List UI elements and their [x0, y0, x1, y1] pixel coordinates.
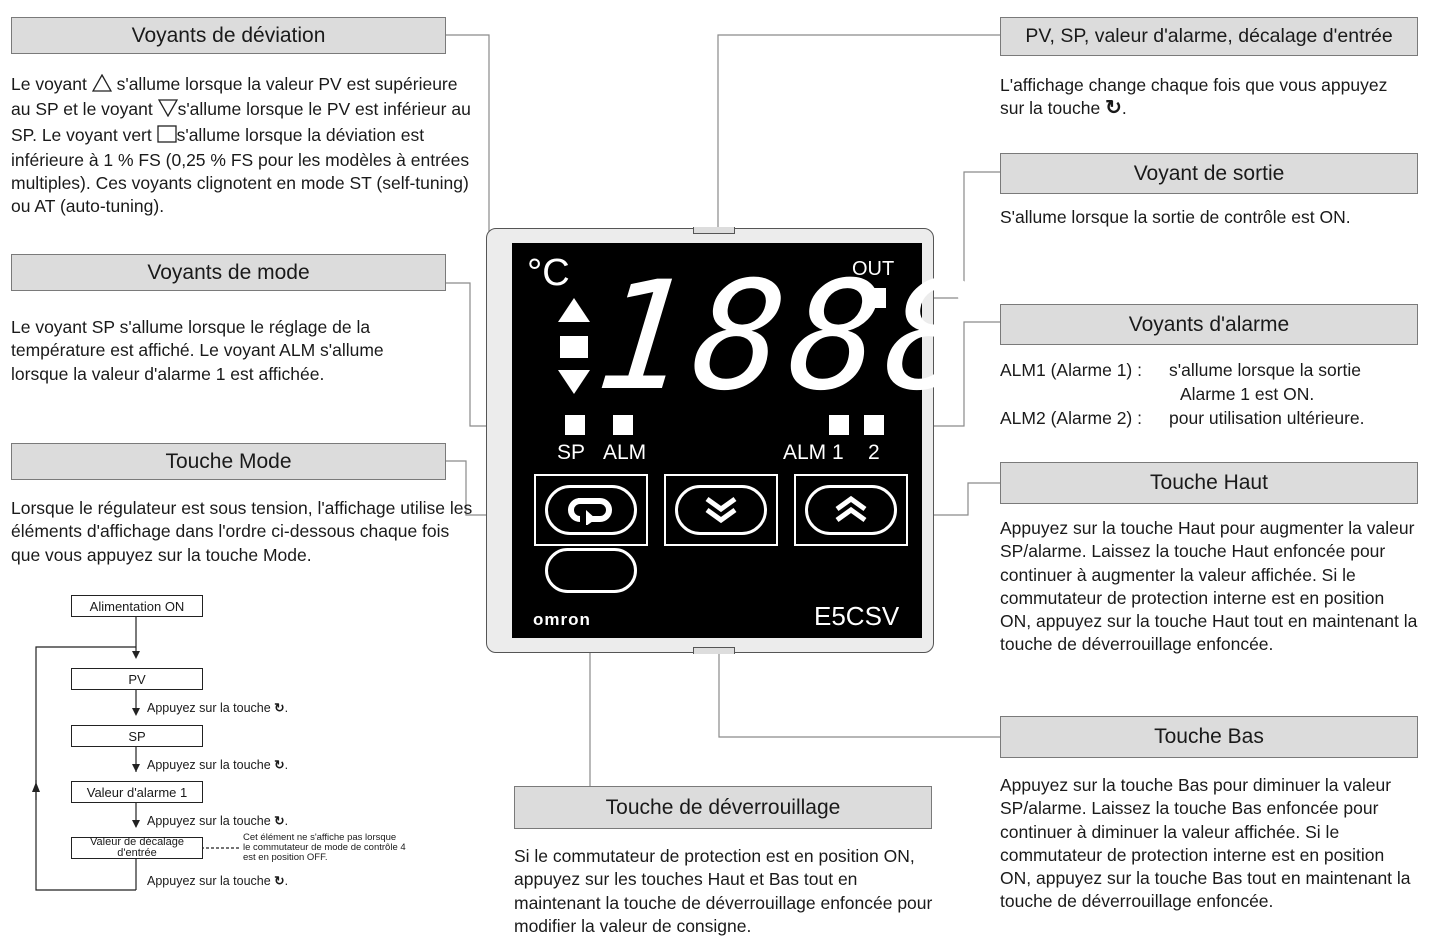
flowchart-press-label: Appuyez sur la touche ↻.: [147, 700, 288, 715]
alarm1-text: s'allume lorsque la sortie: [1169, 360, 1362, 380]
deviation-indicators-text: Le voyant s'allume lorsque la valeur PV …: [11, 73, 471, 219]
mode-key-icon: ↻: [1105, 97, 1122, 120]
main-digits: 1888: [588, 250, 993, 424]
square-icon: [156, 124, 177, 149]
press-end: .: [284, 814, 289, 828]
mode-key-icon: ↻: [274, 758, 285, 772]
mode-key-icon: ↻: [274, 814, 285, 828]
brand-logo: omron: [533, 610, 591, 629]
pv-sp-text: L'affichage change chaque fois que vous …: [1000, 74, 1400, 121]
press-text: Appuyez sur la touche: [147, 758, 275, 772]
offset-line-1: Valeur de décalage: [90, 836, 184, 848]
deviation-up-icon: [558, 298, 590, 322]
alm-right-label: ALM 1: [783, 441, 844, 465]
chevron-double-down-icon: [705, 496, 737, 524]
alm2-number: 2: [868, 441, 880, 464]
deviation-ok-icon: [560, 336, 588, 358]
mode-key-icon: ↻: [274, 874, 285, 888]
mode-key-icon: ↻: [274, 701, 285, 715]
top-clip: [693, 227, 735, 234]
mode-key-frame: [534, 474, 648, 546]
pv-sp-text-part: L'affichage change chaque fois que vous …: [1000, 75, 1388, 119]
alm1-number: 1: [832, 441, 844, 464]
out-label: OUT: [852, 258, 895, 280]
sp-label: SP: [557, 441, 586, 464]
deviation-text-part: s'allume lorsque la déviation est inféri…: [11, 124, 470, 217]
flowchart-power-on: Alimentation ON: [71, 595, 203, 617]
unlock-key-button[interactable]: [545, 548, 637, 593]
chevron-double-up-icon: [835, 495, 867, 523]
alarm2-text: pour utilisation ultérieure.: [1169, 408, 1365, 428]
deviation-leds: [558, 298, 590, 394]
deviation-text-part: s'allume lorsque la valeur PV est supéri…: [11, 74, 458, 120]
press-text: Appuyez sur la touche: [147, 874, 275, 888]
mode-key-header: Touche Mode: [11, 443, 446, 480]
up-triangle-icon: [91, 73, 112, 98]
down-triangle-icon: [157, 99, 178, 123]
bottom-clip: [693, 647, 735, 654]
alm1-led: [829, 415, 849, 435]
alarm1-label: ALM1 (Alarme 1) :: [1000, 360, 1142, 380]
model-label: E5CSV: [814, 601, 900, 631]
up-key-button[interactable]: [805, 485, 897, 535]
alm-right-text: ALM: [783, 441, 827, 464]
alarm2-label: ALM2 (Alarme 2) :: [1000, 408, 1142, 428]
deviation-down-icon: [558, 370, 590, 394]
up-key-frame: [794, 474, 908, 546]
deviation-text-part: Le voyant: [11, 74, 92, 94]
press-end: .: [284, 874, 289, 888]
mode-indicators-header: Voyants de mode: [11, 254, 446, 291]
note-line: le commutateur de mode de contrôle 4: [243, 842, 406, 853]
down-key-frame: [664, 474, 778, 546]
press-text: Appuyez sur la touche: [147, 814, 275, 828]
sp-led: [565, 415, 585, 435]
deviation-indicators-header: Voyants de déviation: [11, 17, 446, 54]
up-key-header: Touche Haut: [1000, 462, 1418, 504]
note-line: est en position OFF.: [243, 852, 328, 863]
mode-key-button[interactable]: [545, 485, 637, 535]
pv-sp-header: PV, SP, valeur d'alarme, décalage d'entr…: [1000, 17, 1418, 56]
flowchart-pv: PV: [71, 668, 203, 690]
pv-sp-text-end: .: [1121, 98, 1127, 119]
alarm1-text-2: Alarme 1 est ON.: [1180, 384, 1315, 404]
down-key-text: Appuyez sur la touche Bas pour diminuer …: [1000, 775, 1411, 912]
mode-key-icon: [568, 498, 612, 525]
alm2-led: [864, 415, 884, 435]
flowchart-note: Cet élément ne s'affiche pas lorsque le …: [243, 833, 406, 863]
unlock-key-header: Touche de déverrouillage: [514, 786, 932, 829]
press-end: .: [284, 701, 289, 715]
deviation-text-part: s'allume lorsque le PV est inférieur au …: [11, 99, 471, 145]
output-indicator-text: S'allume lorsque la sortie de contrôle e…: [1000, 207, 1351, 227]
unlock-key-text: Si le commutateur de protection est en p…: [514, 846, 933, 936]
press-text: Appuyez sur la touche: [147, 701, 275, 715]
unit-celsius: °C: [527, 252, 570, 294]
press-end: .: [284, 758, 289, 772]
out-led: [866, 288, 886, 308]
flowchart-press-label: Appuyez sur la touche ↻.: [147, 873, 288, 888]
alm-label: ALM: [603, 441, 647, 464]
alarm-indicators-header: Voyants d'alarme: [1000, 304, 1418, 345]
offset-line-2: d'entrée: [117, 847, 157, 859]
mode-indicators-text: Le voyant SP s'allume lorsque le réglage…: [11, 317, 384, 384]
note-line: Cet élément ne s'affiche pas lorsque: [243, 832, 397, 843]
up-key-text: Appuyez sur la touche Haut pour augmente…: [1000, 518, 1418, 655]
down-key-button[interactable]: [675, 485, 767, 535]
flowchart-sp: SP: [71, 725, 203, 747]
mode-key-text: Lorsque le régulateur est sous tension, …: [11, 498, 473, 565]
output-indicator-header: Voyant de sortie: [1000, 153, 1418, 194]
down-key-header: Touche Bas: [1000, 716, 1418, 758]
flowchart-alarm-value: Valeur d'alarme 1: [71, 781, 203, 803]
alm-led: [613, 415, 633, 435]
flowchart-press-label: Appuyez sur la touche ↻.: [147, 813, 288, 828]
flowchart-press-label: Appuyez sur la touche ↻.: [147, 757, 288, 772]
